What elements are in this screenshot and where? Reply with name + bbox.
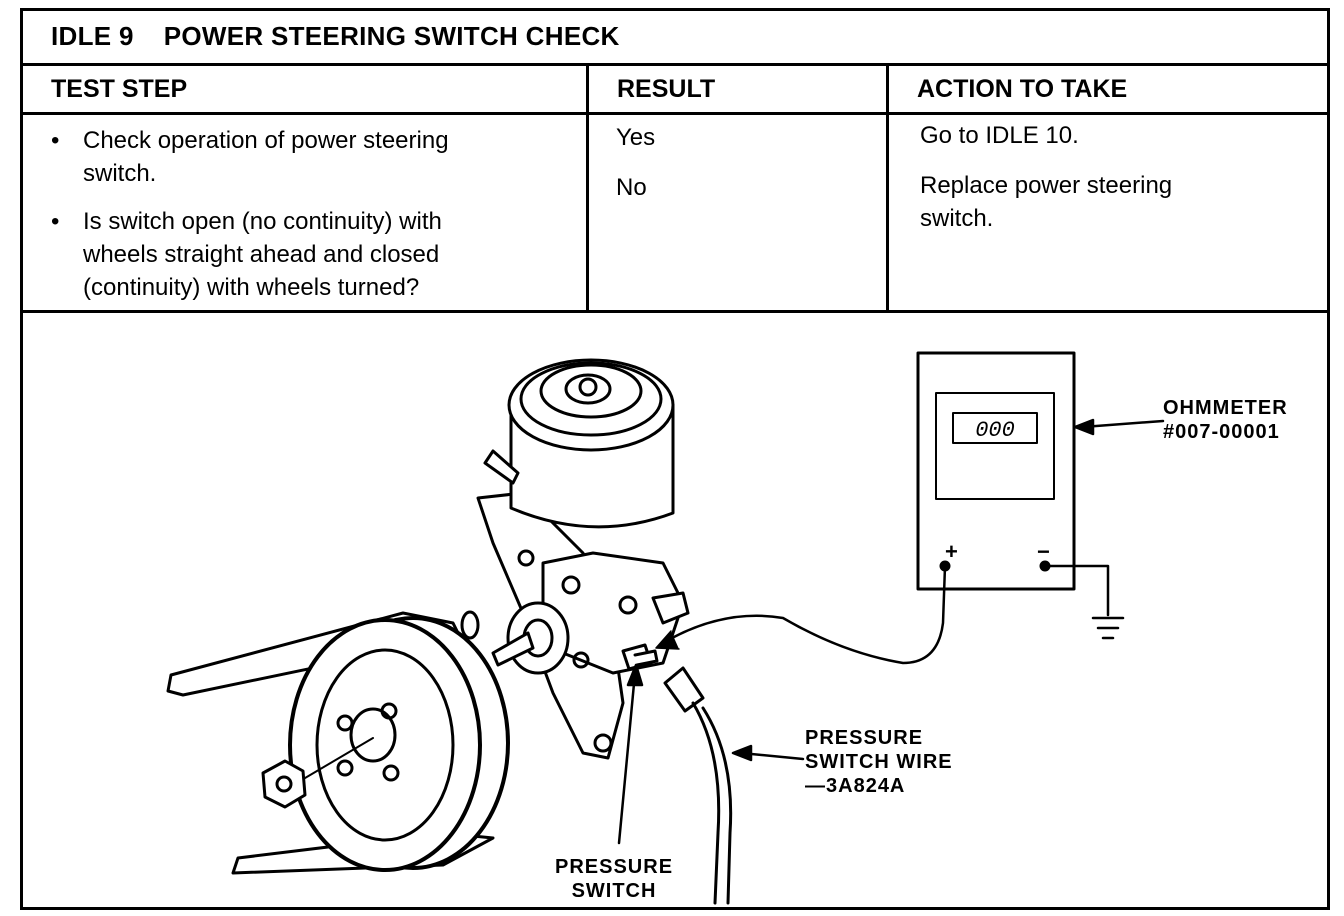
- minus-terminal-label: −: [1037, 539, 1050, 564]
- woodruff-key: [460, 610, 480, 640]
- power-steering-diagram: 000 + −: [166, 351, 1165, 905]
- result-yes: Yes: [616, 124, 656, 151]
- header-action: ACTION TO TAKE: [889, 63, 1327, 115]
- ohmmeter-display: [952, 412, 1038, 444]
- title-code: IDLE 9: [51, 21, 134, 51]
- procedure-card: IDLE 9 POWER STEERING SWITCH CHECK TEST S…: [20, 8, 1330, 910]
- column-divider: [886, 63, 889, 313]
- plus-terminal-label: +: [945, 539, 958, 564]
- pressure-switch-wire: [663, 666, 733, 905]
- ohmmeter-label: OHMMETER #007-00001: [1163, 397, 1288, 443]
- callout-arrows: [617, 418, 1165, 845]
- ohmmeter: 000 + −: [916, 351, 1076, 591]
- pressure-switch-label: PRESSURE SWITCH: [555, 856, 674, 902]
- page-title: IDLE 9 POWER STEERING SWITCH CHECK: [51, 21, 620, 52]
- pulley: [261, 616, 510, 872]
- power-steering-pump: [476, 358, 690, 760]
- bullet-icon: •: [51, 127, 60, 154]
- pressure-switch-wire-label: PRESSURE SWITCH WIRE —3A824A: [805, 727, 953, 797]
- test-leads: [655, 564, 1125, 665]
- title-bar: IDLE 9 POWER STEERING SWITCH CHECK: [23, 11, 1327, 66]
- row-divider: [23, 310, 1327, 313]
- title-text: POWER STEERING SWITCH CHECK: [163, 21, 620, 51]
- action-yes: Go to IDLE 10.: [920, 122, 1079, 149]
- header-test-step: TEST STEP: [23, 63, 589, 115]
- bullet-icon: •: [51, 208, 60, 235]
- result-no: No: [616, 174, 647, 201]
- header-result: RESULT: [589, 63, 889, 115]
- ohmmeter-display-value: 000: [975, 418, 1015, 443]
- column-divider: [586, 63, 589, 313]
- action-no: Replace power steering switch.: [920, 172, 1173, 232]
